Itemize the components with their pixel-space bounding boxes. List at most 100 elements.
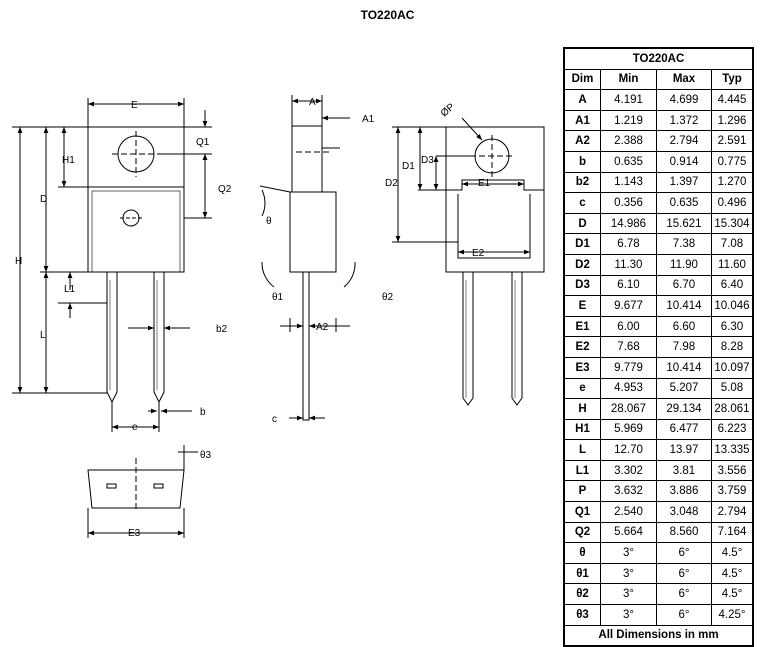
min-cell: 28.067 (600, 398, 657, 420)
min-cell: 4.953 (600, 377, 657, 400)
min-cell: 11.30 (600, 253, 657, 276)
min-cell: 9.677 (600, 295, 657, 317)
bottom-outline (87, 469, 185, 509)
side-body (289, 191, 337, 273)
label-D1: D1 (402, 161, 415, 172)
label-theta2: θ2 (382, 292, 394, 303)
max-cell: 3.048 (656, 501, 712, 523)
front-view (12, 98, 212, 432)
typ-cell: 0.775 (711, 150, 754, 173)
min-cell: 3.302 (600, 459, 657, 482)
max-cell: 6° (656, 583, 712, 606)
bottom-view (87, 445, 198, 538)
typ-cell: 1.270 (711, 171, 754, 194)
min-cell: 7.68 (600, 336, 657, 358)
max-cell: 1.372 (656, 109, 712, 132)
label-theta3: θ3 (200, 450, 212, 461)
dim-name-cell: E2 (563, 336, 601, 358)
min-cell: 3.632 (600, 480, 657, 503)
dim-name-cell: L1 (563, 459, 601, 482)
label-D: D (40, 194, 47, 205)
typ-cell: 13.335 (711, 439, 754, 461)
back-view (392, 117, 545, 406)
dim-name-cell: L (563, 439, 601, 461)
min-cell: 14.986 (600, 212, 657, 235)
label-P: ØP (439, 101, 457, 119)
label-theta: θ (266, 216, 272, 227)
dim-name-cell: E (563, 295, 601, 317)
dim-name-cell: H (563, 398, 601, 420)
label-L: L (40, 330, 46, 341)
dim-name-cell: c (563, 192, 601, 214)
dim-name-cell: H1 (563, 418, 601, 441)
max-cell: 29.134 (656, 398, 712, 420)
max-cell: 6° (656, 562, 712, 585)
label-A1: A1 (362, 114, 375, 125)
page-title: TO220AC (360, 8, 415, 22)
typ-cell: 15.304 (711, 212, 754, 235)
label-b2: b2 (216, 324, 228, 335)
dim-name-cell: P (563, 480, 601, 503)
dim-name-cell: D1 (563, 233, 601, 255)
max-cell: 6° (656, 542, 712, 564)
header-min: Min (600, 68, 657, 91)
label-E2: E2 (472, 248, 485, 259)
dim-name-cell: E1 (563, 315, 601, 338)
typ-cell: 0.496 (711, 192, 754, 214)
max-cell: 3.81 (656, 459, 712, 482)
min-cell: 3° (600, 604, 657, 626)
max-cell: 0.635 (656, 192, 712, 214)
min-cell: 12.70 (600, 439, 657, 461)
front-body (87, 186, 185, 273)
dim-name-cell: θ (563, 542, 601, 564)
back-outline (445, 126, 545, 273)
min-cell: 0.356 (600, 192, 657, 214)
max-cell: 4.699 (656, 89, 712, 111)
min-cell: 5.664 (600, 521, 657, 544)
typ-cell: 2.591 (711, 130, 754, 152)
label-Q2: Q2 (218, 184, 232, 195)
min-cell: 9.779 (600, 356, 657, 379)
typ-cell: 3.556 (711, 459, 754, 482)
min-cell: 3° (600, 542, 657, 564)
min-cell: 3° (600, 562, 657, 585)
dim-name-cell: D2 (563, 253, 601, 276)
max-cell: 6° (656, 604, 712, 626)
dim-name-cell: θ2 (563, 583, 601, 606)
dim-name-cell: b (563, 150, 601, 173)
header-typ: Typ (711, 68, 754, 91)
min-cell: 1.219 (600, 109, 657, 132)
label-b: b (200, 407, 206, 418)
dim-name-cell: E3 (563, 356, 601, 379)
max-cell: 10.414 (656, 295, 712, 317)
typ-cell: 6.223 (711, 418, 754, 441)
max-cell: 10.414 (656, 356, 712, 379)
max-cell: 6.60 (656, 315, 712, 338)
dim-name-cell: b2 (563, 171, 601, 194)
max-cell: 2.794 (656, 130, 712, 152)
typ-cell: 4.25° (711, 604, 754, 626)
max-cell: 1.397 (656, 171, 712, 194)
max-cell: 3.886 (656, 480, 712, 503)
min-cell: 6.78 (600, 233, 657, 255)
max-cell: 8.560 (656, 521, 712, 544)
header-dim: Dim (563, 68, 601, 91)
